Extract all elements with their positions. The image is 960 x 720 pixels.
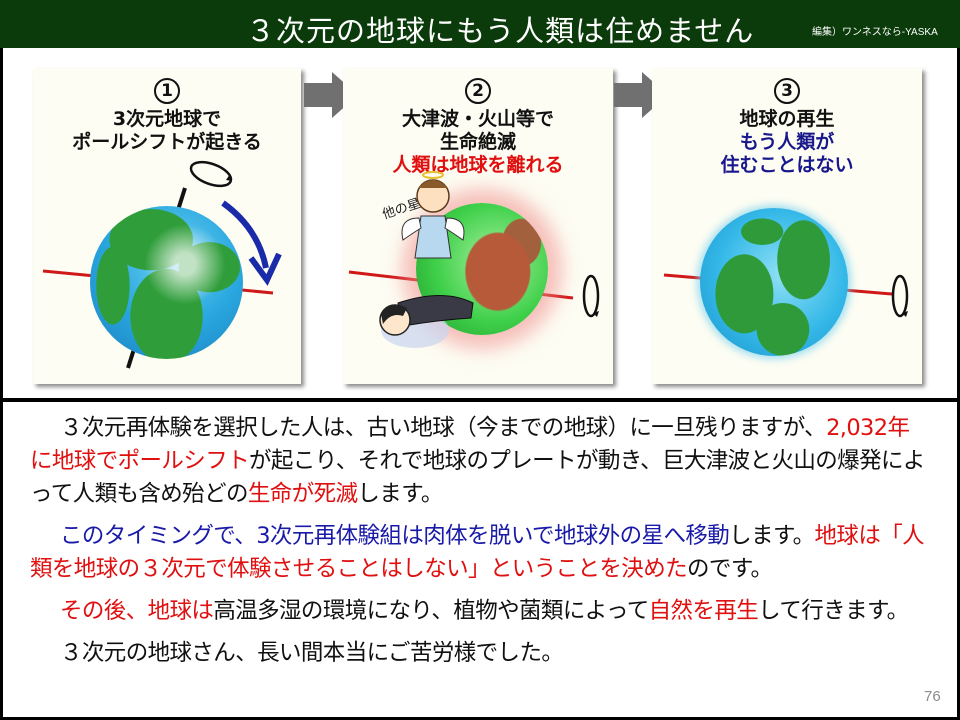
highlight-extinction: 生命が死滅 (247, 481, 358, 507)
highlight-regeneration: 自然を再生 (648, 598, 759, 624)
step-3-caption-line-2: もう人類が (739, 131, 835, 153)
step-2-caption-line-3: 人類は地球を離れる (392, 154, 564, 176)
page-number: 76 (924, 688, 941, 705)
rotation-arrow-icon (189, 160, 233, 188)
step-panel-3: 3 地球の再生 もう人類が 住むことはない (652, 68, 922, 384)
step-number-3: 3 (652, 74, 922, 104)
angel-and-man-illustration (379, 171, 474, 348)
step-number-1: 1 (33, 74, 301, 104)
regenerated-earth-icon (700, 208, 848, 356)
highlight-earth-decision: 地球は「人類を地球の３次元で体験させることはしない」ということを決めた (30, 523, 925, 582)
step-2-caption-line-1: 大津波・火山等で (401, 108, 554, 130)
paragraph-2: このタイミングで、3次元再体験組は肉体を脱いで地球外の星へ移動します。地球は「人… (30, 523, 925, 582)
step-1-caption-line-2: ポールシフトが起きる (72, 131, 262, 153)
step-3-caption-line-3: 住むことはない (720, 154, 854, 176)
paragraph-1: ３次元再体験を選択した人は、古い地球（今までの地球）に一旦残りますが、2,032… (30, 415, 925, 507)
step-3-caption-line-1: 地球の再生 (739, 108, 835, 130)
title-bar: ３次元の地球にもう人類は住めません 編集）ワンネスなら-YASKA (0, 0, 960, 48)
paragraph-3: その後、地球は高温多湿の環境になり、植物や菌類によって自然を再生して行きます。 (60, 598, 909, 624)
body-text: ３次元再体験を選択した人は、古い地球（今までの地球）に一旦残りますが、2,032… (30, 412, 930, 679)
section-divider (0, 398, 960, 402)
earth-globe-icon (90, 206, 243, 359)
credit-label: 編集）ワンネスなら-YASKA (812, 27, 938, 38)
highlight-afterwards: その後、地球は (60, 598, 214, 624)
slide-title: ３次元の地球にもう人類は住めません (246, 14, 755, 48)
step-2-caption-line-2: 生命絶滅 (439, 131, 516, 153)
rotation-arrow-icon (891, 274, 909, 318)
step-1-caption-line-1: 3次元地球で (112, 108, 222, 130)
step-number-2: 2 (343, 74, 613, 104)
rotation-arrow-icon (582, 274, 600, 318)
step-panel-1: 1 3次元地球で ポールシフトが起きる (33, 68, 301, 384)
pole-shift-arrow-icon (221, 200, 282, 286)
slide-frame (0, 48, 960, 720)
highlight-migration: このタイミングで、3次元再体験組は肉体を脱いで地球外の星へ移動 (60, 523, 730, 549)
step-panel-2: 2 大津波・火山等で 生命絶滅 人類は地球を離れる 他の星へ (343, 68, 613, 384)
paragraph-4: ３次元の地球さん、長い間本当にご苦労様でした。 (60, 640, 564, 666)
highlight-pole-shift: 2,032年に地球でポールシフト (30, 415, 910, 474)
